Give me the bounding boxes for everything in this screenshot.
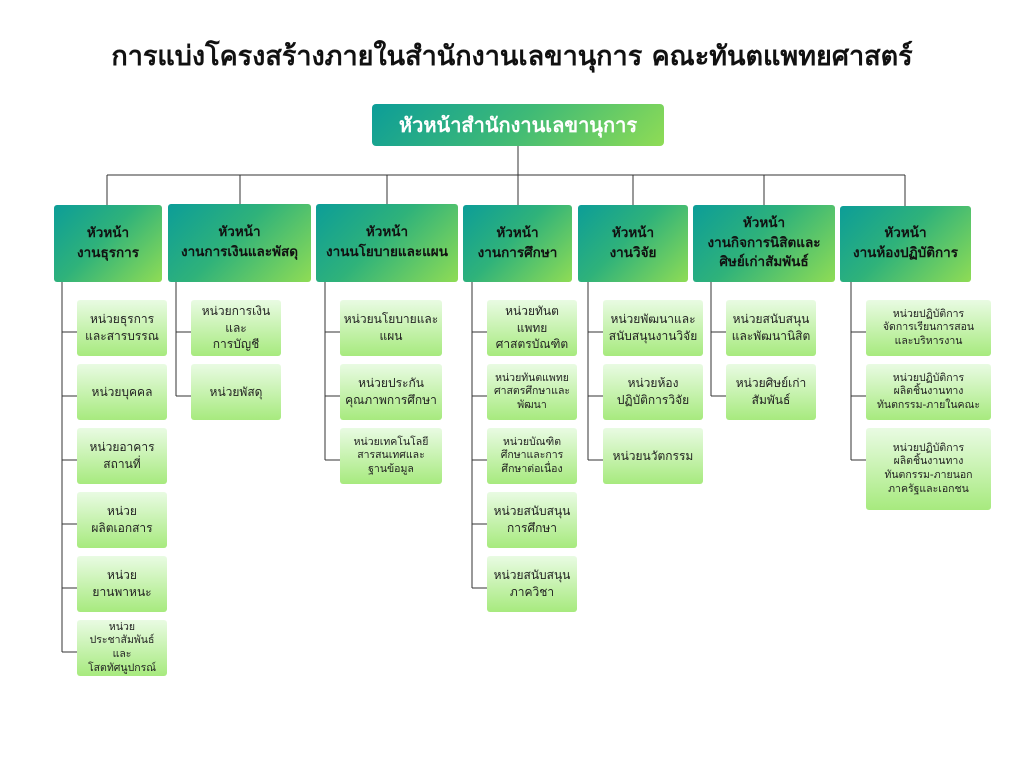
dept-label: หัวหน้า งานการศึกษา	[477, 224, 558, 261]
unit-box: หน่วยสนับสนุน และพัฒนานิสิต	[726, 300, 816, 356]
dept-label: หัวหน้า งานวิจัย	[609, 224, 657, 261]
unit-box: หน่วยบุคคล	[77, 364, 167, 420]
unit-label: หน่วยประกัน คุณภาพการศึกษา	[345, 376, 437, 407]
dept-box: หัวหน้า งานนโยบายและแผน	[316, 204, 458, 282]
unit-label: หน่วยบัณฑิต ศึกษาและการ ศึกษาต่อเนื่อง	[500, 435, 564, 475]
unit-box: หน่วยทันตแพทย ศาสตรบัณฑิต	[487, 300, 577, 356]
dept-label: หัวหน้า งานนโยบายและแผน	[326, 224, 448, 260]
unit-label: หน่วยปฏิบัติการ ผลิตชิ้นงานทาง ทันตกรรม-…	[884, 441, 973, 495]
unit-box: หน่วย ประชาสัมพันธ์ และ โสตทัศนูปกรณ์	[77, 620, 167, 676]
unit-label: หน่วยธุรการ และสารบรรณ	[85, 312, 159, 343]
dept-box: หัวหน้า งานกิจการนิสิตและ ศิษย์เก่าสัมพั…	[693, 205, 835, 282]
dept-box: หัวหน้า งานห้องปฏิบัติการ	[840, 206, 971, 282]
unit-label: หน่วยศิษย์เก่า สัมพันธ์	[735, 376, 807, 407]
unit-label: หน่วยนวัตกรรม	[612, 448, 694, 463]
unit-box: หน่วยธุรการ และสารบรรณ	[77, 300, 167, 356]
dept-box: หัวหน้า งานธุรการ	[54, 205, 162, 282]
dept-label: หัวหน้า งานธุรการ	[77, 224, 139, 261]
unit-label: หน่วยบุคคล	[91, 384, 153, 399]
unit-label: หน่วยพัสดุ	[209, 384, 263, 399]
unit-box: หน่วยบัณฑิต ศึกษาและการ ศึกษาต่อเนื่อง	[487, 428, 577, 484]
head-office-box: หัวหน้าสำนักงานเลขานุการ	[372, 104, 664, 146]
dept-box: หัวหน้า งานวิจัย	[578, 205, 688, 282]
unit-box: หน่วยปฏิบัติการ ผลิตชิ้นงานทาง ทันตกรรม-…	[866, 364, 991, 420]
unit-label: หน่วยห้อง ปฏิบัติการวิจัย	[616, 376, 690, 407]
unit-box: หน่วยศิษย์เก่า สัมพันธ์	[726, 364, 816, 420]
head-office-label: หัวหน้าสำนักงานเลขานุการ	[398, 113, 638, 137]
unit-box: หน่วยห้อง ปฏิบัติการวิจัย	[603, 364, 703, 420]
unit-label: หน่วยปฏิบัติการ ผลิตชิ้นงานทาง ทันตกรรม-…	[877, 371, 980, 411]
dept-label: หัวหน้า งานห้องปฏิบัติการ	[853, 225, 958, 261]
unit-label: หน่วยพัฒนาและ สนับสนุนงานวิจัย	[608, 312, 698, 343]
unit-label: หน่วยปฏิบัติการ จัดการเรียนการสอน และบริ…	[882, 307, 975, 347]
unit-label: หน่วยอาคาร สถานที่	[89, 440, 155, 471]
unit-box: หน่วยพัฒนาและ สนับสนุนงานวิจัย	[603, 300, 703, 356]
unit-box: หน่วยนวัตกรรม	[603, 428, 703, 484]
dept-box: หัวหน้า งานการเงินและพัสดุ	[168, 204, 311, 282]
unit-box: หน่วยทันตแพทย ศาสตรศึกษาและ พัฒนา	[487, 364, 577, 420]
unit-label: หน่วยสนับสนุน การศึกษา	[493, 504, 571, 535]
dept-label: หัวหน้า งานกิจการนิสิตและ ศิษย์เก่าสัมพั…	[707, 215, 821, 271]
page-title: การแบ่งโครงสร้างภายในสำนักงานเลขานุการ ค…	[111, 41, 913, 72]
unit-box: หน่วยพัสดุ	[191, 364, 281, 420]
unit-label: หน่วย ยานพาหนะ	[92, 568, 152, 599]
unit-box: หน่วยเทคโนโลยี สารสนเทศและ ฐานข้อมูล	[340, 428, 442, 484]
unit-label: หน่วยการเงิน และ การบัญชี	[201, 303, 271, 352]
unit-label: หน่วยสนับสนุน ภาควิชา	[493, 568, 571, 599]
unit-label: หน่วยเทคโนโลยี สารสนเทศและ ฐานข้อมูล	[353, 435, 429, 475]
unit-label: หน่วยสนับสนุน และพัฒนานิสิต	[731, 312, 811, 343]
unit-box: หน่วย ผลิตเอกสาร	[77, 492, 167, 548]
unit-box: หน่วยการเงิน และ การบัญชี	[191, 300, 281, 356]
unit-label: หน่วยทันตแพทย ศาสตรบัณฑิต	[495, 303, 569, 352]
unit-box: หน่วยอาคาร สถานที่	[77, 428, 167, 484]
unit-box: หน่วยประกัน คุณภาพการศึกษา	[340, 364, 442, 420]
unit-box: หน่วย ยานพาหนะ	[77, 556, 167, 612]
unit-box: หน่วยปฏิบัติการ ผลิตชิ้นงานทาง ทันตกรรม-…	[866, 428, 991, 510]
unit-box: หน่วยนโยบายและ แผน	[340, 300, 442, 356]
unit-label: หน่วยทันตแพทย ศาสตรศึกษาและ พัฒนา	[493, 371, 571, 411]
unit-box: หน่วยสนับสนุน ภาควิชา	[487, 556, 577, 612]
dept-label: หัวหน้า งานการเงินและพัสดุ	[181, 224, 298, 260]
unit-box: หน่วยปฏิบัติการ จัดการเรียนการสอน และบริ…	[866, 300, 991, 356]
dept-box: หัวหน้า งานการศึกษา	[463, 205, 572, 282]
unit-label: หน่วย ประชาสัมพันธ์ และ โสตทัศนูปกรณ์	[87, 620, 157, 674]
unit-box: หน่วยสนับสนุน การศึกษา	[487, 492, 577, 548]
unit-label: หน่วยนโยบายและ แผน	[343, 312, 439, 343]
unit-label: หน่วย ผลิตเอกสาร	[91, 504, 153, 535]
